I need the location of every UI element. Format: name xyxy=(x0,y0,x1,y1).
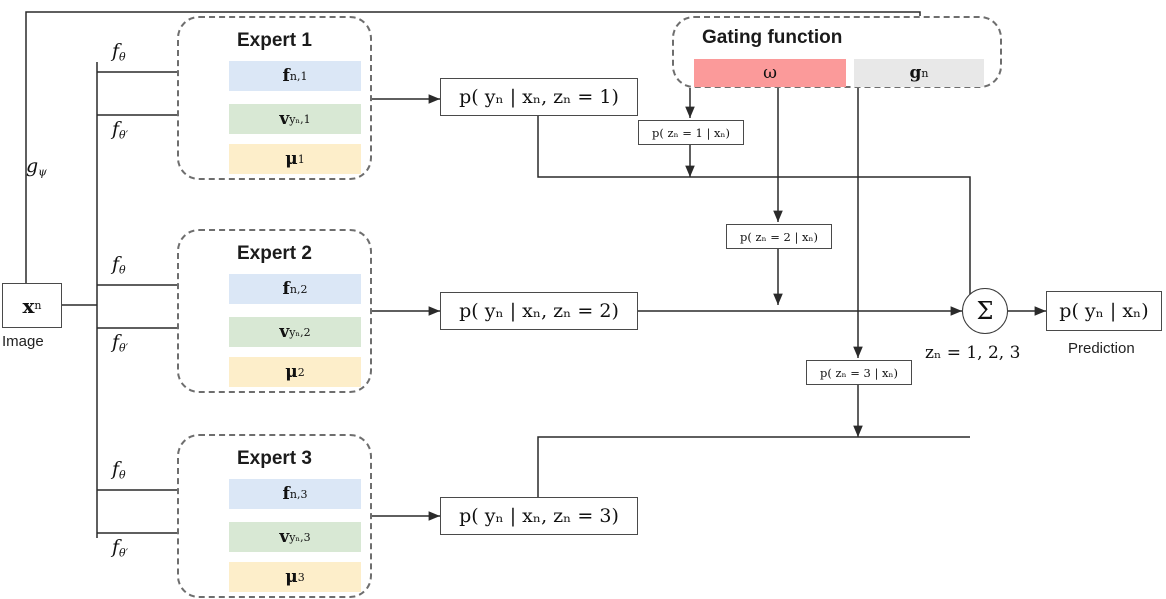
likelihood-box-expert-2: p( yₙ | xₙ, zₙ = 2) xyxy=(440,292,638,330)
expert-title-2: Expert 2 xyxy=(237,243,312,264)
summation-index-label: zₙ = 1, 2, 3 xyxy=(925,343,1021,363)
expert-title-3: Expert 3 xyxy=(237,448,312,469)
gating-omega-slot: ω xyxy=(694,59,846,87)
edge-label-f-theta-2: fθ xyxy=(112,253,126,277)
gate-prob-box-1: p( zₙ = 1 | xₙ) xyxy=(638,120,744,145)
input-caption: Image xyxy=(2,333,44,350)
edge-label-g-psi: gψ xyxy=(26,155,47,179)
edge-label-f-theta-1: fθ xyxy=(112,40,126,64)
gate-prob-box-3: p( zₙ = 3 | xₙ) xyxy=(806,360,912,385)
edge-label-f-theta-3: fθ xyxy=(112,458,126,482)
likelihood-box-expert-3: p( yₙ | xₙ, zₙ = 3) xyxy=(440,497,638,535)
input-symbol: x xyxy=(22,293,35,318)
summation-node: Σ xyxy=(962,288,1008,334)
input-subscript: n xyxy=(34,299,42,312)
edge-label-f-theta-prime-3: fθ′ xyxy=(112,536,129,560)
prediction-box: p( yₙ | xₙ) xyxy=(1046,291,1162,331)
prediction-caption: Prediction xyxy=(1068,340,1135,357)
edge-label-f-theta-prime-2: fθ′ xyxy=(112,331,129,355)
gate-prob-box-2: p( zₙ = 2 | xₙ) xyxy=(726,224,832,249)
likelihood-box-expert-1: p( yₙ | xₙ, zₙ = 1) xyxy=(440,78,638,116)
gating-function-title: Gating function xyxy=(702,27,843,48)
expert-title-1: Expert 1 xyxy=(237,30,312,51)
edge-label-f-theta-prime-1: fθ′ xyxy=(112,118,129,142)
